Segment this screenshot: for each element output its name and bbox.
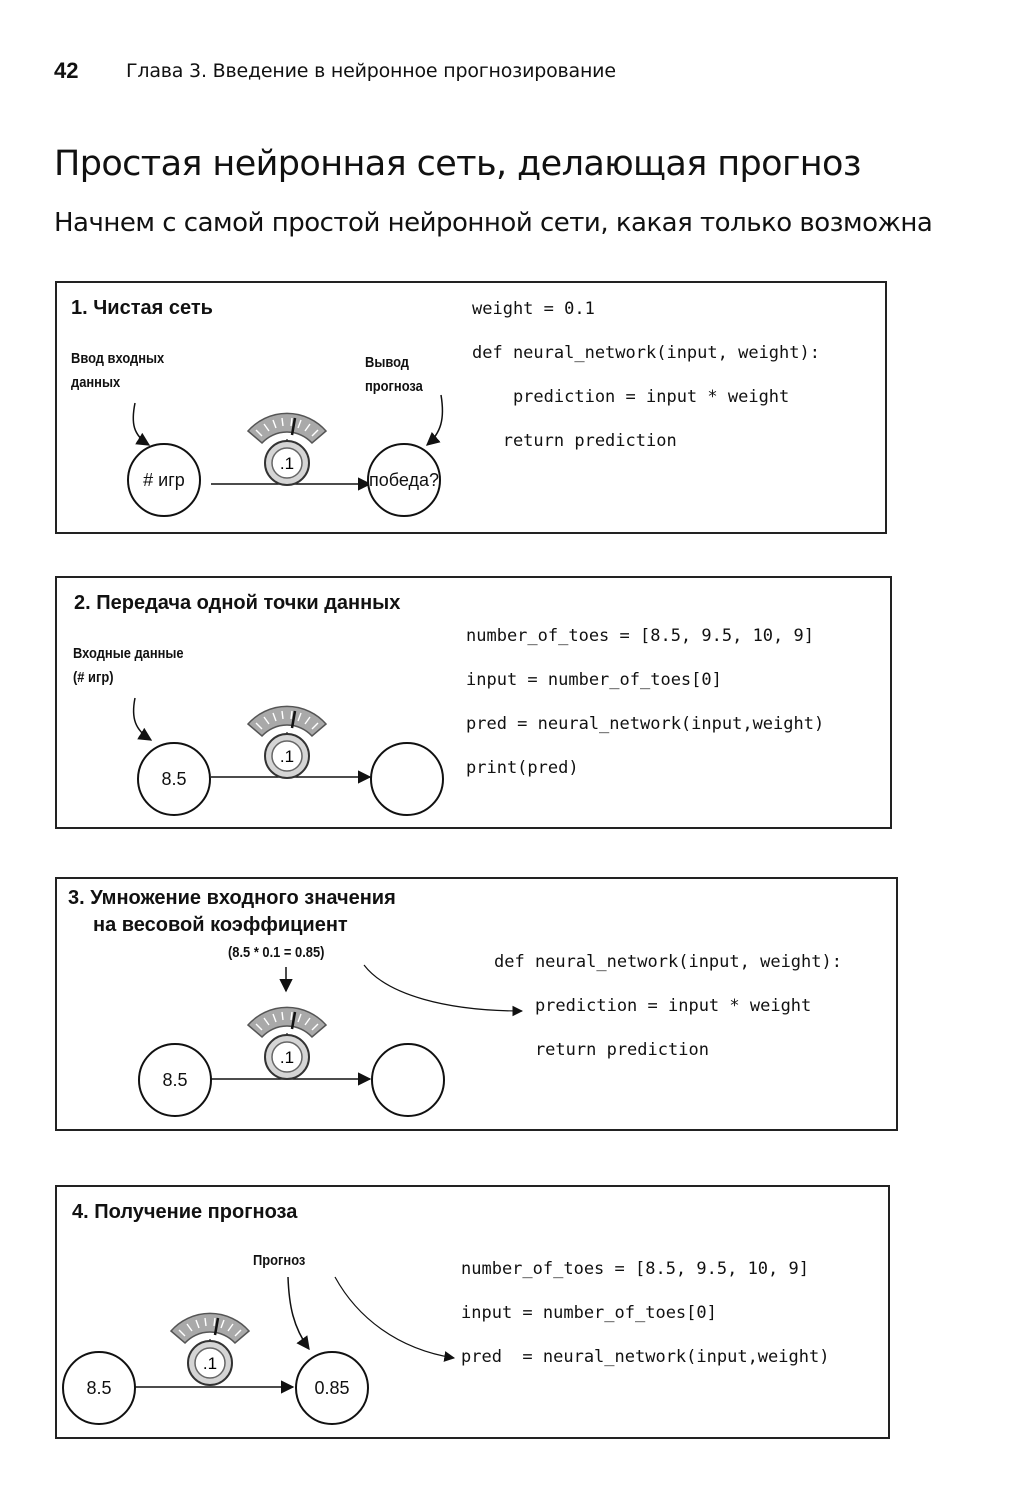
panel-title-line: на весовой коэффициент — [93, 914, 348, 936]
code-line: print(pred) — [466, 758, 579, 778]
input-node: 8.5 — [137, 742, 211, 816]
weight-value: .1 — [280, 454, 294, 473]
output-node — [370, 742, 444, 816]
input-node: 8.5 — [62, 1351, 136, 1425]
input-label-line: данных — [71, 374, 121, 391]
input-label-line: Ввод входных — [71, 350, 165, 367]
code-pointer-arrow — [334, 1276, 456, 1362]
panel-clean-network: 1. Чистая сеть Ввод входных данных Вывод… — [55, 281, 887, 534]
input-pointer-arrow — [132, 697, 153, 741]
output-node — [371, 1043, 445, 1117]
weight-dial: .1 — [167, 1301, 253, 1387]
panel-get-prediction: 4. Получение прогноза Прогноз .1 8.5 0.8… — [55, 1185, 890, 1439]
input-node: # игр — [127, 443, 201, 517]
output-pointer-arrow — [425, 394, 444, 446]
panel-title: 3. Умножение входного значения на весово… — [68, 885, 396, 939]
code-line: return prediction — [494, 1040, 709, 1060]
section-subtitle: Начнем с самой простой нейронной сети, к… — [54, 208, 933, 238]
code-line: number_of_toes = [8.5, 9.5, 10, 9] — [466, 626, 814, 646]
code-line: pred = neural_network(input,weight) — [466, 714, 825, 734]
weight-dial: .1 — [244, 401, 330, 487]
network-wires — [135, 1276, 456, 1394]
output-label: Вывод прогноза — [365, 351, 423, 399]
chapter-title: Глава 3. Введение в нейронное прогнозиро… — [126, 60, 616, 82]
weight-value: .1 — [203, 1354, 217, 1373]
input-node: 8.5 — [138, 1043, 212, 1117]
weight-dial: .1 — [244, 995, 330, 1081]
output-label-line: прогноза — [365, 378, 423, 395]
prediction-pointer-arrow — [287, 1276, 310, 1351]
page-number: 42 — [54, 58, 79, 83]
input-pointer-arrow — [132, 402, 151, 446]
code-line: weight = 0.1 — [472, 299, 595, 319]
input-label: Входные данные (# игр) — [73, 642, 184, 690]
code-line: prediction = input * weight — [494, 996, 812, 1016]
code-line: number_of_toes = [8.5, 9.5, 10, 9] — [461, 1259, 809, 1279]
output-node: 0.85 — [295, 1351, 369, 1425]
code-line: return prediction — [472, 431, 677, 451]
panel-single-datapoint: 2. Передача одной точки данных Входные д… — [55, 576, 892, 829]
panel-title: 1. Чистая сеть — [71, 297, 213, 319]
input-label: Ввод входных данных — [71, 347, 164, 395]
input-label-line: (# игр) — [73, 669, 114, 686]
output-label-line: Вывод — [365, 354, 409, 371]
code-line: prediction = input * weight — [472, 387, 790, 407]
calculation-label: (8.5 * 0.1 = 0.85) — [228, 944, 325, 961]
output-node: победа? — [367, 443, 441, 517]
section-title: Простая нейронная сеть, делающая прогноз — [54, 144, 861, 184]
panel-title: 2. Передача одной точки данных — [74, 592, 401, 614]
code-line: input = number_of_toes[0] — [466, 670, 722, 690]
panel-multiply-weight: 3. Умножение входного значения на весово… — [55, 877, 898, 1131]
code-line: pred = neural_network(input,weight) — [461, 1347, 830, 1367]
weight-dial: .1 — [244, 694, 330, 780]
code-pointer-arrow — [363, 964, 524, 1017]
prediction-label: Прогноз — [253, 1252, 306, 1269]
weight-value: .1 — [280, 747, 294, 766]
panel-title: 4. Получение прогноза — [72, 1201, 298, 1223]
code-line: input = number_of_toes[0] — [461, 1303, 717, 1323]
code-line: def neural_network(input, weight): — [494, 952, 842, 972]
panel-title-line: 3. Умножение входного значения — [68, 887, 396, 909]
weight-value: .1 — [280, 1048, 294, 1067]
code-line: def neural_network(input, weight): — [472, 343, 820, 363]
input-label-line: Входные данные — [73, 645, 184, 662]
